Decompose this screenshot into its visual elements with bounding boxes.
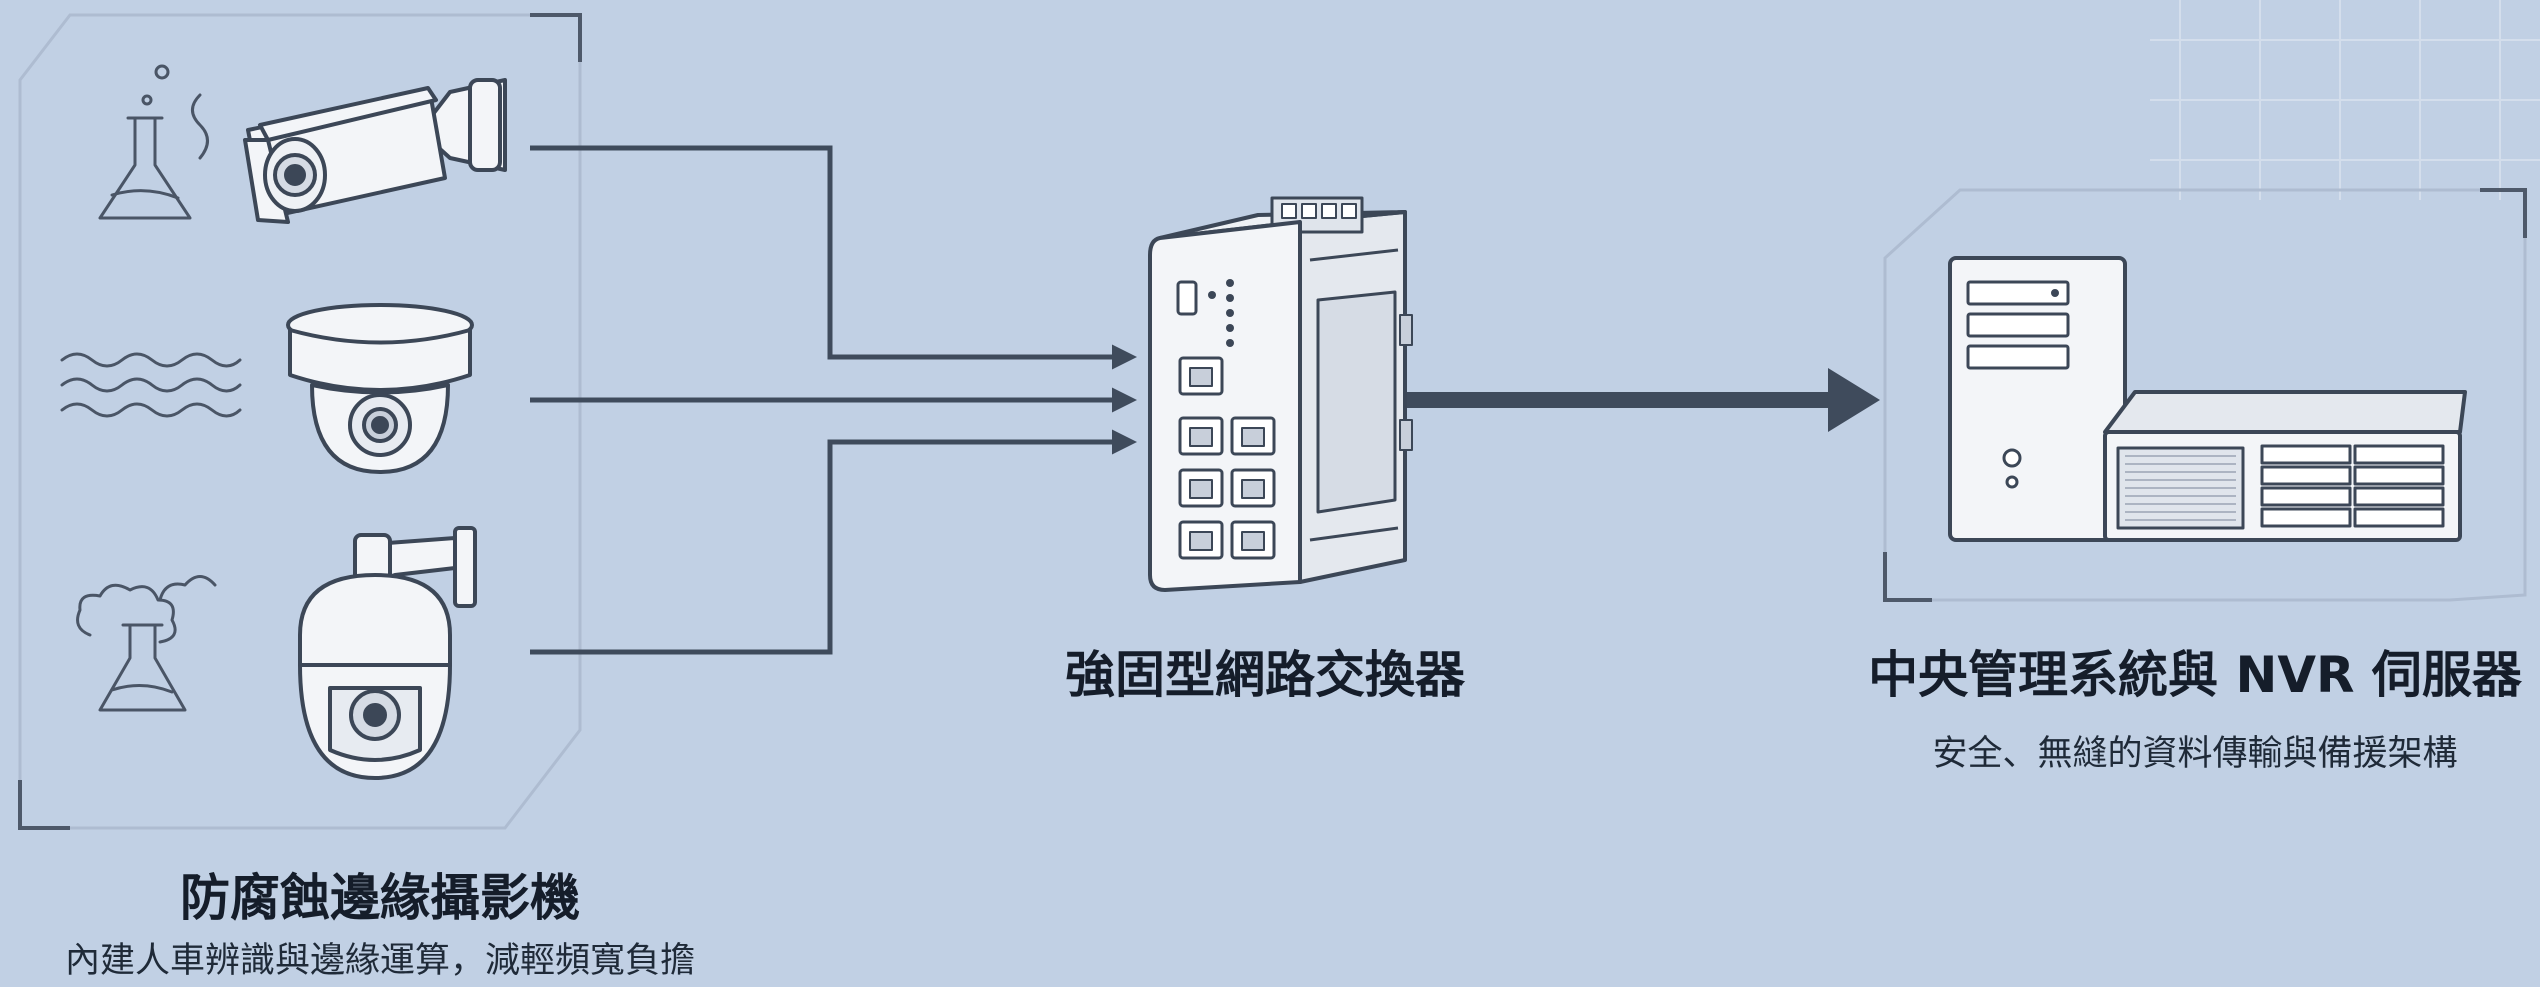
background-grid (2150, 0, 2540, 200)
tower-server (1948, 256, 2127, 542)
camera-connections (530, 145, 1137, 655)
camera-group-subtitle: 內建人車辨識與邊緣運算，減輕頻寬負擔 (64, 941, 695, 981)
switch-title: 強固型網路交換器 (1065, 646, 1465, 704)
server-group-title: 中央管理系統與 NVR 伺服器 (1868, 646, 2522, 704)
water-waves-icon (60, 352, 242, 418)
smoke-flask-icon (76, 575, 217, 712)
uplink-connection (1405, 368, 1880, 432)
connection-bullet-camera (530, 145, 1137, 370)
ptz-camera (298, 526, 477, 780)
bullet-camera (243, 78, 507, 224)
rack-nvr (2103, 390, 2467, 542)
dome-camera (286, 303, 474, 474)
server-group-frame (1883, 188, 2527, 602)
camera-group-frame (18, 13, 582, 830)
server-group-subtitle: 安全、無縫的資料傳輸與備援架構 (1932, 734, 2458, 774)
industrial-switch (1148, 196, 1413, 592)
camera-group-title: 防腐蝕邊緣攝影機 (180, 869, 580, 927)
chemical-flask-icon (98, 64, 209, 220)
connection-ptz-camera (530, 429, 1137, 655)
